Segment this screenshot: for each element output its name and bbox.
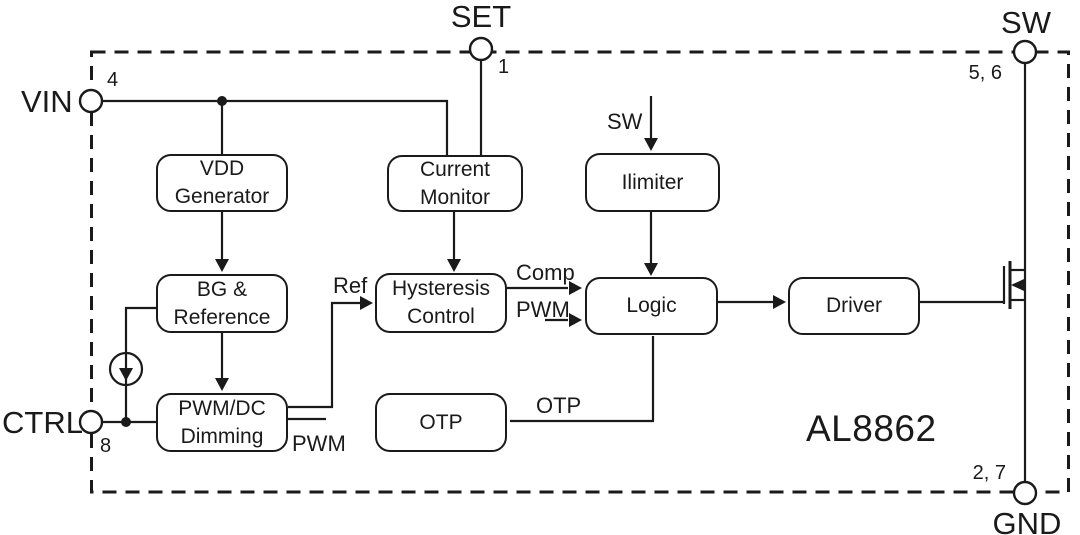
signal-label-sw: SW (607, 109, 643, 134)
block-otp: OTP (375, 393, 507, 452)
arrow-vdd-to-bg (215, 259, 229, 272)
block-ilimiter: Ilimiter (585, 153, 720, 212)
signal-label-otp: OTP (536, 393, 582, 418)
arrow-current-source (119, 368, 133, 381)
part-number: AL8862 (806, 408, 937, 449)
ic-boundary (90, 50, 1070, 494)
arrow-pwm-to-logic (569, 313, 582, 327)
pin-number-ctrl: 8 (100, 435, 112, 457)
junction-dot-ctrl (121, 417, 131, 427)
wire-ref (288, 301, 360, 409)
signal-label-ref: Ref (333, 273, 368, 298)
arrow-mosfet-body (1011, 279, 1024, 291)
block-vdd-generator: VDD Generator (156, 154, 288, 212)
arrow-cm-to-hysteresis (447, 259, 461, 272)
arrow-ilimiter-to-logic (644, 263, 658, 276)
wire-otp-to-logic (510, 336, 655, 423)
signal-label-comp: Comp (516, 260, 575, 285)
current-source-icon (108, 351, 144, 387)
arrow-logic-to-driver (773, 295, 786, 309)
pin-terminal-ctrl (78, 409, 104, 435)
pin-label-ctrl: CTRL (2, 405, 83, 440)
arrow-sw-to-ilimiter (644, 138, 658, 151)
pin-terminal-vin (78, 88, 104, 114)
pin-label-vin: VIN (21, 84, 73, 119)
block-driver: Driver (788, 277, 920, 335)
junction-dot-vin (217, 96, 227, 106)
wire-vin (102, 99, 449, 155)
block-pwm-dc-dimming: PWM/DC Dimming (156, 393, 288, 452)
block-logic: Logic (585, 277, 718, 335)
signal-label-pwm-from-dimming: PWM (292, 431, 346, 456)
pin-label-gnd: GND (992, 506, 1062, 535)
block-bg-reference: BG & Reference (156, 274, 288, 333)
pin-terminal-set (468, 36, 494, 62)
arrow-comp (569, 281, 582, 295)
arrow-ref (360, 296, 373, 310)
block-hysteresis-control: Hysteresis Control (375, 273, 507, 333)
pin-number-vin: 4 (107, 69, 119, 91)
signal-label-pwm-to-logic: PWM (516, 297, 570, 322)
block-current-monitor: Current Monitor (387, 155, 523, 212)
arrow-bg-to-dimming (215, 378, 229, 391)
pin-terminal-gnd (1012, 480, 1038, 506)
pin-label-set: SET (450, 0, 512, 34)
pin-label-sw: SW (1001, 5, 1051, 40)
pin-number-sw: 5, 6 (968, 62, 1002, 84)
pin-number-gnd: 2, 7 (972, 462, 1006, 484)
pin-terminal-sw (1012, 39, 1038, 65)
pin-number-set: 1 (498, 56, 510, 78)
